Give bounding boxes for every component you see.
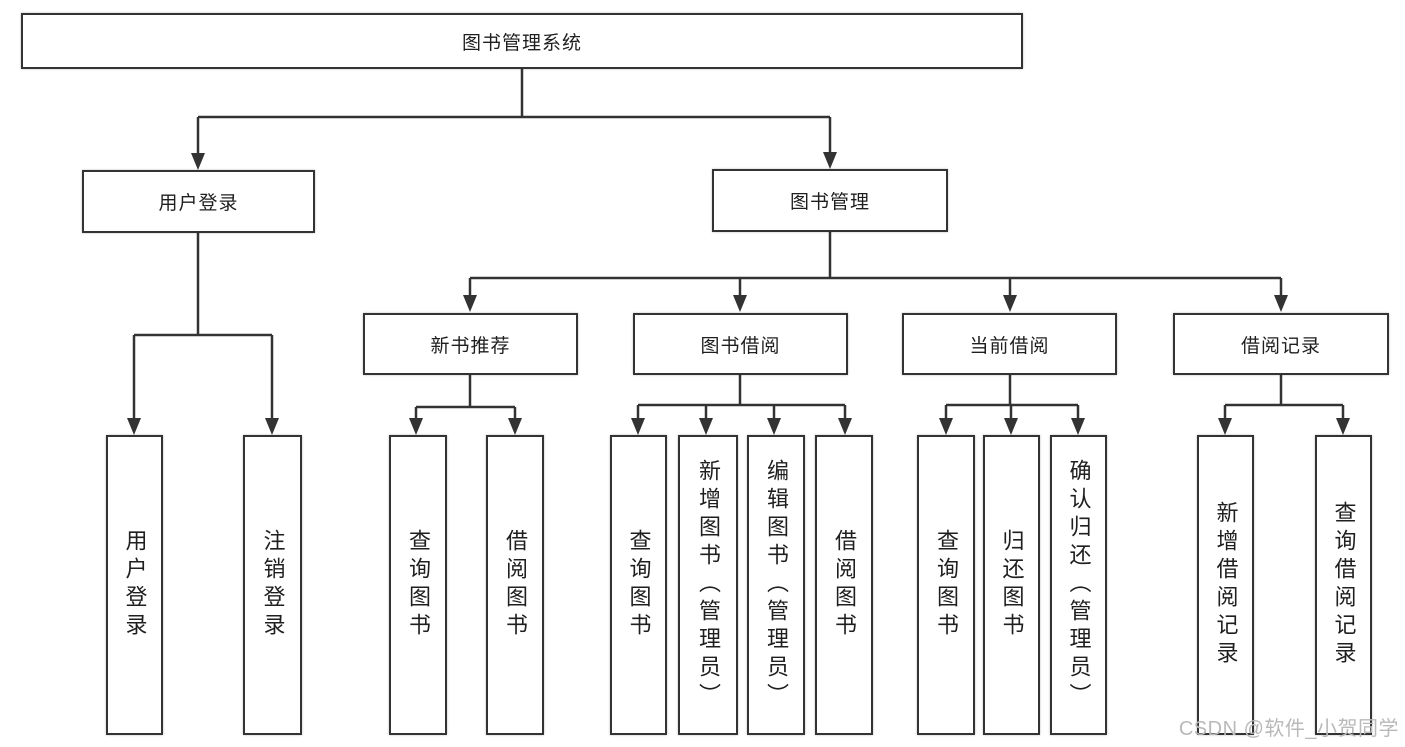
- leaf-user-login-label: 用户登录: [122, 529, 148, 641]
- leaf-recommend-borrow-book-label: 借阅图书: [503, 529, 528, 641]
- csdn-watermark: CSDN @软件_小贺同学: [1178, 718, 1399, 740]
- leaf-record-add: 新增借阅记录: [1197, 435, 1254, 735]
- leaf-borrow-query-book: 查询图书: [610, 435, 667, 735]
- node-user-login: 用户登录: [82, 170, 315, 233]
- leaf-current-confirm-return-label: 确认归还（管理员）: [1066, 459, 1092, 711]
- leaf-borrow-borrow-book: 借阅图书: [815, 435, 873, 735]
- leaf-borrow-query-book-label: 查询图书: [626, 529, 652, 641]
- leaf-current-confirm-return: 确认归还（管理员）: [1050, 435, 1107, 735]
- leaf-user-login: 用户登录: [106, 435, 163, 735]
- leaf-logout: 注销登录: [243, 435, 302, 735]
- leaf-current-query-book: 查询图书: [917, 435, 975, 735]
- node-book-borrow: 图书借阅: [633, 313, 848, 375]
- leaf-logout-label: 注销登录: [260, 529, 286, 641]
- node-root: 图书管理系统: [21, 13, 1023, 69]
- leaf-borrow-edit-book: 编辑图书（管理员）: [747, 435, 805, 735]
- node-borrow-record: 借阅记录: [1173, 313, 1389, 375]
- leaf-recommend-query-book-label: 查询图书: [406, 529, 431, 641]
- leaf-current-return-book: 归还图书: [983, 435, 1040, 735]
- leaf-borrow-borrow-book-label: 借阅图书: [832, 529, 857, 641]
- leaf-record-add-label: 新增借阅记录: [1213, 501, 1239, 669]
- leaf-current-return-book-label: 归还图书: [999, 529, 1025, 641]
- leaf-record-query-label: 查询借阅记录: [1331, 501, 1357, 669]
- leaf-record-query: 查询借阅记录: [1315, 435, 1372, 735]
- node-new-book-recommend: 新书推荐: [363, 313, 578, 375]
- node-current-borrow: 当前借阅: [902, 313, 1117, 375]
- leaf-borrow-edit-book-label: 编辑图书（管理员）: [764, 459, 789, 711]
- leaf-borrow-add-book-label: 新增图书（管理员）: [696, 459, 721, 711]
- leaf-borrow-add-book: 新增图书（管理员）: [678, 435, 738, 735]
- leaf-current-query-book-label: 查询图书: [934, 529, 959, 641]
- leaf-recommend-query-book: 查询图书: [389, 435, 447, 735]
- leaf-recommend-borrow-book: 借阅图书: [486, 435, 544, 735]
- node-book-management: 图书管理: [712, 169, 948, 232]
